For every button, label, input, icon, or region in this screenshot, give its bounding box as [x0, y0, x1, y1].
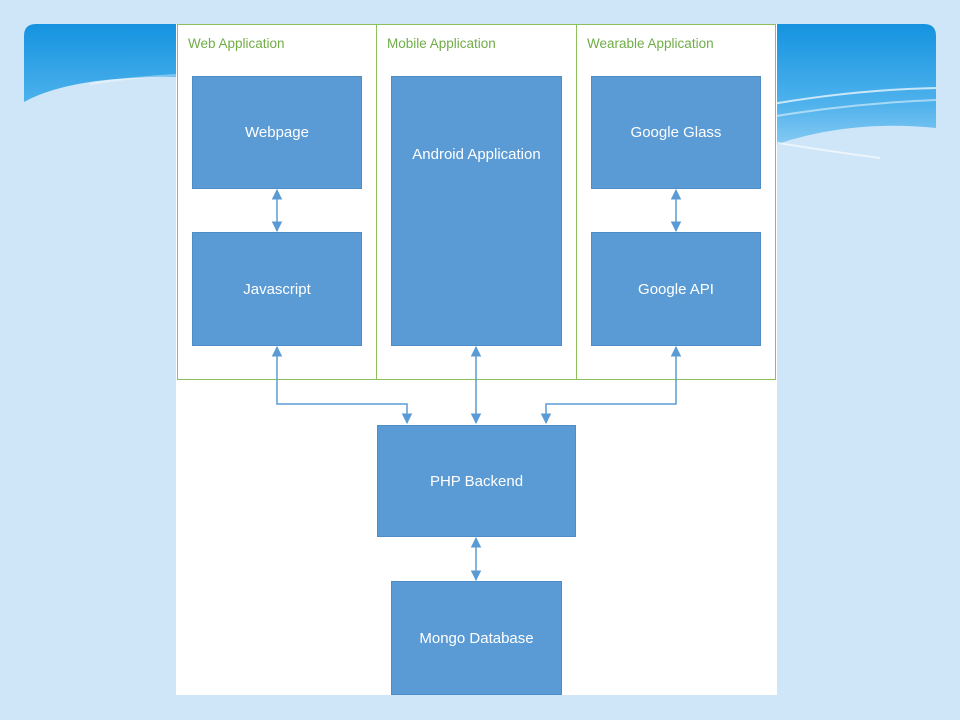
javascript-label: Javascript: [243, 280, 311, 298]
connector-google-api-php-backend: [540, 345, 682, 425]
android-application-box: Android Application: [391, 76, 562, 346]
google-api-box: Google API: [591, 232, 761, 346]
webpage-label: Webpage: [245, 124, 309, 141]
mongo-database-box: Mongo Database: [391, 581, 562, 695]
google-glass-box: Google Glass: [591, 76, 761, 189]
google-api-label: Google API: [638, 280, 714, 298]
google-glass-label: Google Glass: [630, 124, 722, 141]
javascript-box: Javascript: [192, 232, 362, 346]
panel-title-wearable: Wearable Application: [587, 36, 714, 51]
connectors-layer: [271, 188, 682, 582]
php-backend-box: PHP Backend: [377, 425, 576, 537]
mongo-database-label: Mongo Database: [419, 629, 534, 647]
panel-title-mobile: Mobile Application: [387, 36, 496, 51]
architecture-diagram: Web Application Mobile Application Weara…: [176, 24, 777, 695]
webpage-box: Webpage: [192, 76, 362, 189]
php-backend-label: PHP Backend: [429, 472, 524, 490]
connector-javascript-php-backend: [271, 345, 413, 425]
panel-title-web: Web Application: [188, 36, 285, 51]
android-application-label: Android Application: [412, 145, 541, 163]
